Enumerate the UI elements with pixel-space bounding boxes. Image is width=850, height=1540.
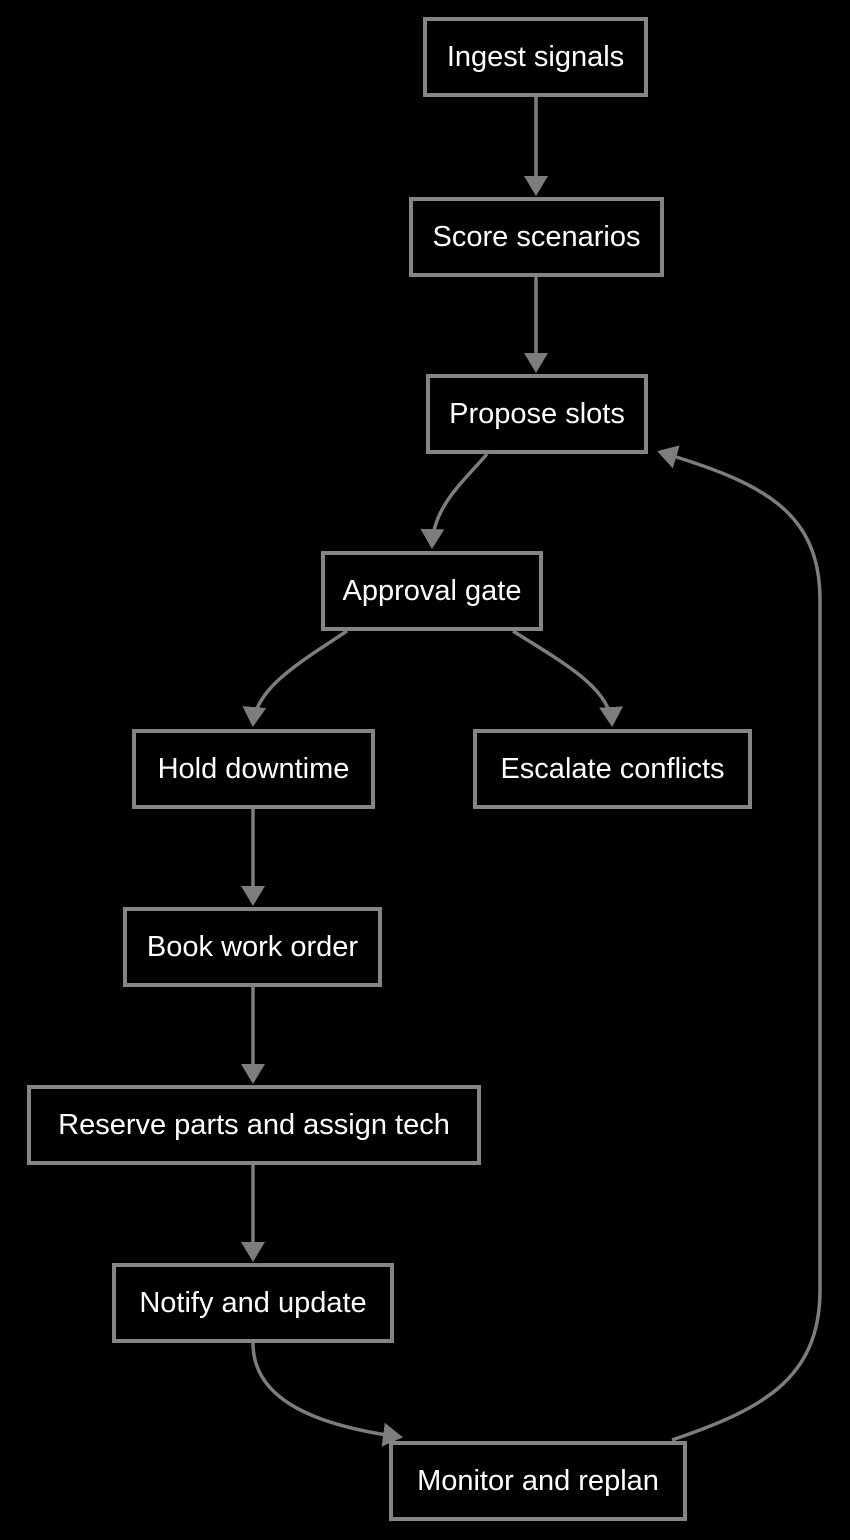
- node-notify-and-update-label: Notify and update: [139, 1286, 367, 1319]
- node-approval-gate-label: Approval gate: [342, 574, 522, 607]
- edge-propose-to-approval: [420, 452, 489, 549]
- node-propose-slots-label: Propose slots: [449, 397, 625, 430]
- node-ingest-signals: Ingest signals: [423, 17, 648, 97]
- node-monitor-and-replan-label: Monitor and replan: [417, 1464, 659, 1497]
- node-reserve-parts-assign-tech-label: Reserve parts and assign tech: [58, 1108, 450, 1141]
- node-approval-gate: Approval gate: [321, 551, 543, 631]
- node-hold-downtime: Hold downtime: [132, 729, 375, 809]
- node-reserve-parts-assign-tech: Reserve parts and assign tech: [27, 1085, 481, 1165]
- node-ingest-signals-label: Ingest signals: [446, 40, 625, 73]
- edge-notify-to-monitor: [251, 1342, 403, 1447]
- node-score-scenarios: Score scenarios: [409, 197, 664, 277]
- node-escalate-conflicts: Escalate conflicts: [473, 729, 752, 809]
- edge-approval-to-hold: [242, 629, 348, 727]
- node-monitor-and-replan: Monitor and replan: [389, 1441, 687, 1521]
- node-propose-slots: Propose slots: [426, 374, 648, 454]
- node-book-work-order-label: Book work order: [146, 930, 359, 963]
- node-escalate-conflicts-label: Escalate conflicts: [500, 752, 725, 785]
- node-hold-downtime-label: Hold downtime: [157, 752, 350, 785]
- edge-approval-to-escalate: [512, 629, 624, 727]
- edge-monitor-to-propose: [657, 445, 822, 1442]
- node-notify-and-update: Notify and update: [112, 1263, 394, 1343]
- node-score-scenarios-label: Score scenarios: [432, 220, 641, 253]
- node-book-work-order: Book work order: [123, 907, 382, 987]
